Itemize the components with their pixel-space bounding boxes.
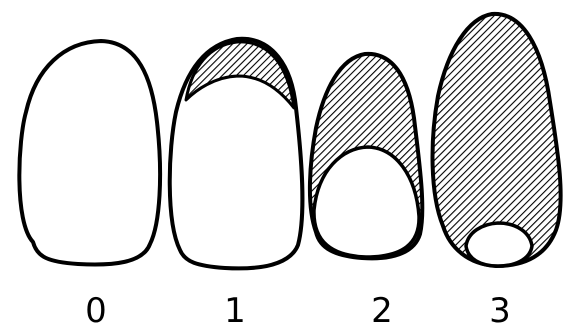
- tooth-0-outline: [19, 41, 160, 265]
- tooth-stage-1: [170, 39, 303, 269]
- stage-label-2: 2: [371, 291, 393, 330]
- stage-label-0: 0: [85, 291, 107, 330]
- tooth-stage-3: [433, 14, 561, 266]
- tooth-3-clear-area: [466, 223, 532, 266]
- stage-label-3: 3: [489, 291, 511, 330]
- stage-label-1: 1: [224, 291, 246, 330]
- tooth-stage-0: [19, 41, 160, 265]
- tooth-stage-2: [310, 54, 422, 258]
